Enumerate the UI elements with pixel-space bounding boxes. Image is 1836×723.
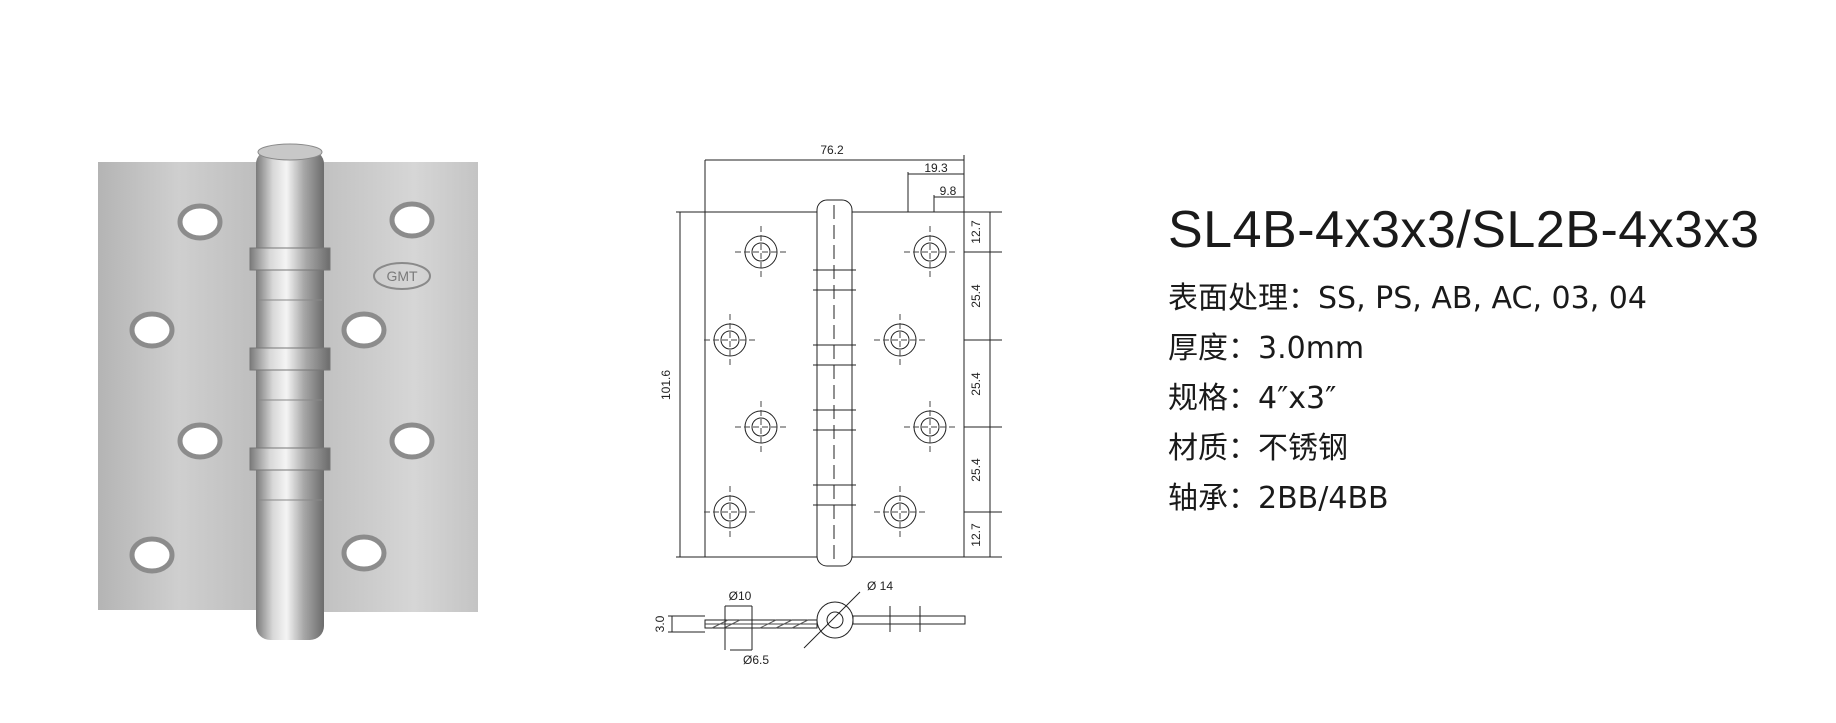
- spec-value: 3.0mm: [1258, 331, 1365, 366]
- model-title: SL4B-4x3x3/SL2B-4x3x3: [1168, 201, 1760, 259]
- dimension-lines-right: [964, 211, 1002, 558]
- dim-pitch-end-top: 12.7: [969, 220, 983, 244]
- dim-countersink-dia: Ø6.5: [743, 653, 769, 667]
- drawing-centerlines: [704, 226, 956, 538]
- svg-text:GMT: GMT: [386, 268, 418, 284]
- spec-value: 不锈钢: [1258, 431, 1348, 466]
- hinge-knuckle: [249, 143, 331, 640]
- hinge-right-leaf: [318, 162, 478, 612]
- dimension-labels: 76.2 19.3 9.8 101.6 12.7 25.4 25.4 25.4 …: [653, 143, 983, 667]
- dim-thickness: 3.0: [653, 615, 667, 632]
- section-view: [668, 591, 966, 651]
- spec-panel: SL4B-4x3x3/SL2B-4x3x3 表面处理：SS, PS, AB, A…: [1168, 200, 1760, 524]
- dim-pitch-end-bottom: 12.7: [969, 523, 983, 547]
- spec-value: 2BB/4BB: [1258, 481, 1389, 516]
- spec-row-material: 材质：不锈钢: [1168, 431, 1348, 466]
- spec-label: 规格: [1168, 381, 1228, 416]
- spec-row-size: 规格：4″x3″: [1168, 381, 1337, 416]
- drawing-outline: [704, 199, 965, 567]
- dim-hole-dia: Ø10: [729, 589, 752, 603]
- dim-pitch-1: 25.4: [969, 284, 983, 308]
- spec-label: 表面处理: [1168, 281, 1288, 316]
- dimension-lines-top: [704, 155, 965, 212]
- spec-row-bearing: 轴承：2BB/4BB: [1168, 481, 1389, 516]
- spec-row-thickness: 厚度：3.0mm: [1168, 331, 1365, 366]
- hinge-left-leaf: [98, 162, 260, 610]
- dim-pin-dia: Ø 14: [867, 579, 893, 593]
- spec-value: SS, PS, AB, AC, 03, 04: [1318, 281, 1647, 316]
- drawing-holes: [713, 235, 947, 529]
- spec-row-finish: 表面处理：SS, PS, AB, AC, 03, 04: [1168, 281, 1647, 316]
- dim-pitch-2: 25.4: [969, 372, 983, 396]
- spec-label: 材质: [1168, 431, 1228, 466]
- spec-value: 4″x3″: [1258, 381, 1337, 416]
- dim-offset-outer: 19.3: [924, 161, 948, 175]
- hinge-screw-holes: [129, 201, 435, 574]
- spec-label: 厚度: [1168, 331, 1228, 366]
- dim-pitch-3: 25.4: [969, 458, 983, 482]
- spec-label: 轴承: [1168, 481, 1228, 516]
- dimension-line-height: [676, 211, 705, 558]
- logo-stamp: GMT: [373, 262, 431, 290]
- dim-height: 101.6: [659, 370, 673, 400]
- dim-offset-inner: 9.8: [940, 184, 957, 198]
- dim-width: 76.2: [820, 143, 844, 157]
